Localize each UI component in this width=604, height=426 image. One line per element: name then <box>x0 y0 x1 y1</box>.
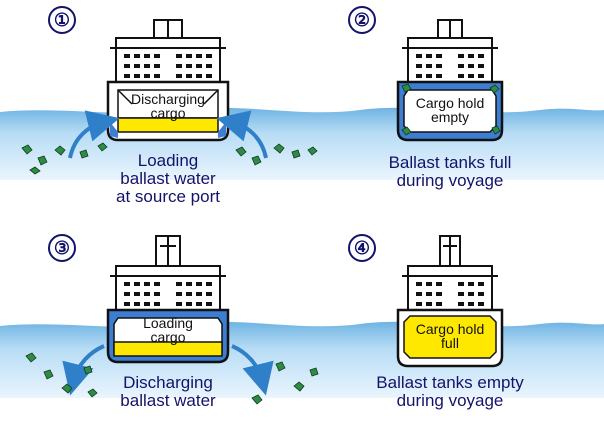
ship-4-text-line-1: Cargo hold <box>416 321 485 337</box>
ship-1-text-line-1: Discharging <box>131 91 205 107</box>
caption-3-line-2: ballast water <box>120 391 216 410</box>
ship-1: Discharging cargo <box>106 19 230 142</box>
ship-2-text-line-2: empty <box>431 109 469 125</box>
ship-1-intake-arrow-right <box>216 110 268 159</box>
ship-3-text-line-2: cargo <box>150 329 185 345</box>
ship-4-text-line-2: full <box>441 335 459 351</box>
caption-4-line-2: during voyage <box>397 391 504 410</box>
ship-3-discharge-arrow-right <box>231 344 274 396</box>
caption-4-line-1: Ballast tanks empty <box>376 373 524 392</box>
caption-1-line-3: at source port <box>116 187 220 206</box>
caption-1-line-1: Loading <box>138 151 199 170</box>
step-3-label: ③ <box>54 238 70 258</box>
caption-2-line-1: Ballast tanks full <box>389 153 512 172</box>
caption-3-line-1: Discharging <box>123 373 213 392</box>
step-4-badge: ④ <box>348 234 376 262</box>
ship-4: Cargo hold full <box>396 235 504 368</box>
ship-3-discharge-arrow-left <box>62 344 105 396</box>
step-1-badge: ① <box>48 6 76 34</box>
organisms-right-bottom <box>251 361 319 405</box>
ship-1-intake-arrow-left <box>68 110 120 159</box>
ship-1-text-line-2: cargo <box>150 105 185 121</box>
caption-1-line-2: ballast water <box>120 169 216 188</box>
ship-1-caption: Loading ballast water at source port <box>116 151 220 206</box>
ship-2: Cargo hold empty <box>396 19 504 142</box>
organisms-left-top <box>21 142 108 175</box>
caption-2-line-2: during voyage <box>397 171 504 190</box>
organisms-right-top <box>235 143 318 166</box>
ship-2-text-line-1: Cargo hold <box>416 95 485 111</box>
ship-3: Loading cargo <box>106 235 230 364</box>
step-2-badge: ② <box>348 6 376 34</box>
organisms-left-bottom <box>25 352 98 398</box>
step-3-badge: ③ <box>48 234 76 262</box>
step-2-label: ② <box>354 10 370 30</box>
step-1-label: ① <box>54 10 70 30</box>
ship-3-caption: Discharging ballast water <box>120 373 216 410</box>
ship-2-caption: Ballast tanks full during voyage <box>389 153 512 190</box>
water-top-band <box>0 107 604 180</box>
ship-3-text-line-1: Loading <box>143 315 193 331</box>
step-4-label: ④ <box>354 238 370 258</box>
ship-4-caption: Ballast tanks empty during voyage <box>376 373 524 410</box>
